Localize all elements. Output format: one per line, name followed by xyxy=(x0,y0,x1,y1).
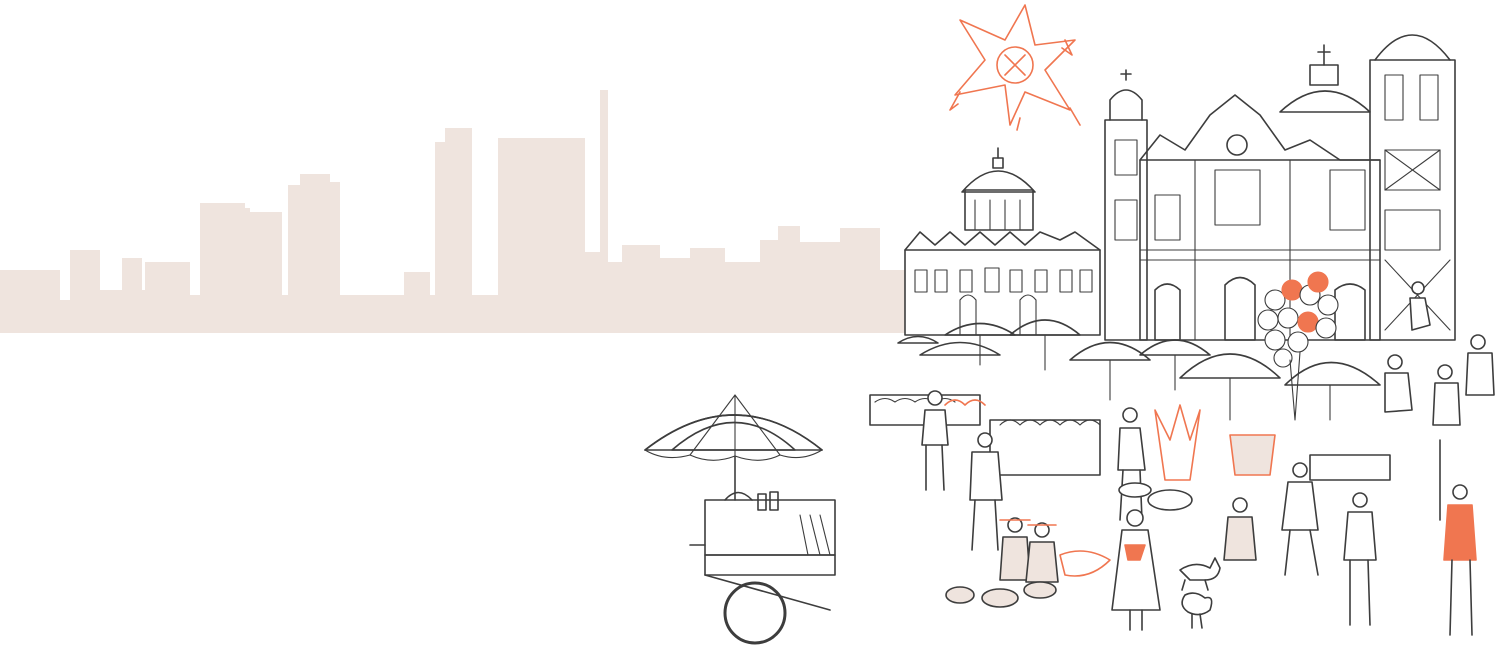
chicken xyxy=(1181,592,1213,629)
dog xyxy=(1179,557,1221,591)
market-crowd xyxy=(869,281,1495,636)
street-vendor-cart xyxy=(644,394,836,645)
city-skyline-silhouette xyxy=(0,90,905,333)
balloon-bunch xyxy=(1257,271,1339,421)
pinata-star xyxy=(949,4,1081,131)
market-umbrellas xyxy=(897,319,1381,421)
chapel-building xyxy=(904,147,1101,336)
chapel-dome xyxy=(961,147,1036,231)
basilica-church xyxy=(1104,34,1456,341)
